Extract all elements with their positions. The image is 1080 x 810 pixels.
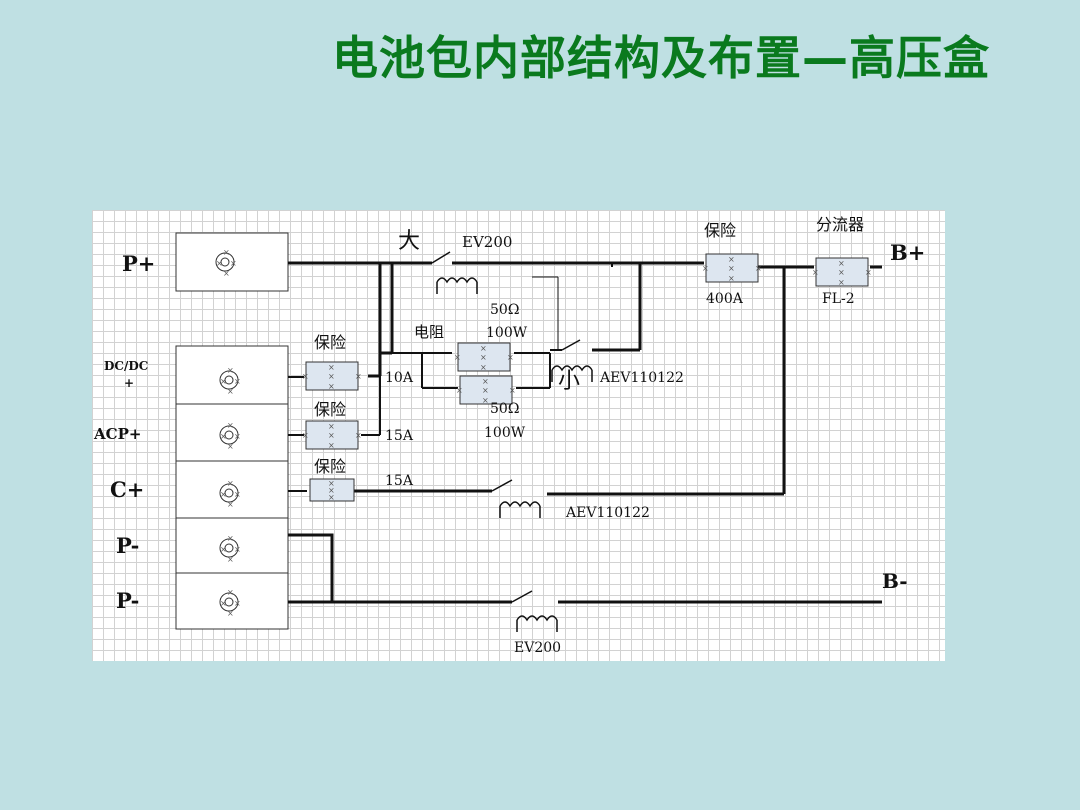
ev200-bottom-contactor — [511, 590, 558, 632]
ev200-top-contactor — [431, 251, 478, 294]
label-fuse-dcdc-rating: 10A — [385, 370, 414, 386]
label-fuse-main: 保险 — [704, 221, 736, 240]
label-shunt-model: FL-2 — [822, 291, 855, 307]
label-res1-power: 100W — [486, 325, 528, 341]
terminal-label-c-plus: C+ — [110, 477, 144, 502]
circuit-diagram: × × × × × × × × × × × × — [92, 210, 945, 661]
label-res1-value: 50Ω — [490, 302, 519, 318]
label-fuse-acp: 保险 — [314, 400, 346, 419]
label-res2-power: 100W — [484, 425, 526, 441]
terminal-label-p-plus: P+ — [122, 251, 155, 276]
aev-c-contactor — [491, 479, 541, 518]
label-aev-precharge: AEV110122 — [599, 370, 684, 386]
label-shunt: 分流器 — [816, 215, 864, 234]
label-resistor: 电阻 — [414, 323, 444, 341]
label-ev200-bottom: EV200 — [514, 640, 561, 656]
terminal-label-dcdc-plus: + — [124, 376, 134, 390]
terminal-label-dcdc: DC/DC — [104, 359, 148, 373]
terminal-label-p-minus-2: P- — [116, 588, 139, 613]
branch-wires — [288, 263, 613, 492]
terminal-label-b-plus: B+ — [890, 240, 925, 265]
terminal-label-acp-plus: ACP+ — [93, 425, 141, 443]
fuse-15a-acp — [301, 420, 363, 451]
label-xiao: 小 — [558, 369, 580, 394]
circuit-svg: × × × × × × × × × × × × — [93, 215, 925, 656]
terminal-label-b-minus: B- — [882, 569, 908, 593]
label-res2-value: 50Ω — [490, 401, 519, 417]
aev-precharge-contactor — [551, 339, 593, 382]
shunt-fl2 — [811, 257, 873, 288]
terminal-box-p-plus — [175, 232, 289, 292]
label-fuse-c: 保险 — [314, 457, 346, 476]
label-fuse-dcdc: 保险 — [314, 333, 346, 352]
terminal-label-p-minus-1: P- — [116, 533, 139, 558]
page-title: 电池包内部结构及布置—高压盒 — [332, 31, 990, 85]
label-da: 大 — [398, 229, 420, 254]
label-aev-c: AEV110122 — [565, 505, 650, 521]
terminal-box-stack — [175, 345, 289, 630]
label-fuse-acp-rating: 15A — [385, 428, 414, 444]
resistor-1 — [453, 342, 515, 373]
label-ev200-top: EV200 — [462, 233, 512, 251]
label-fuse-c-rating: 15A — [385, 473, 414, 489]
fuse-10a — [301, 361, 363, 392]
fuse-15a-c — [309, 478, 355, 503]
fuse-400a — [701, 253, 763, 284]
main-wires — [288, 261, 882, 604]
label-fuse-main-rating: 400A — [706, 291, 744, 307]
